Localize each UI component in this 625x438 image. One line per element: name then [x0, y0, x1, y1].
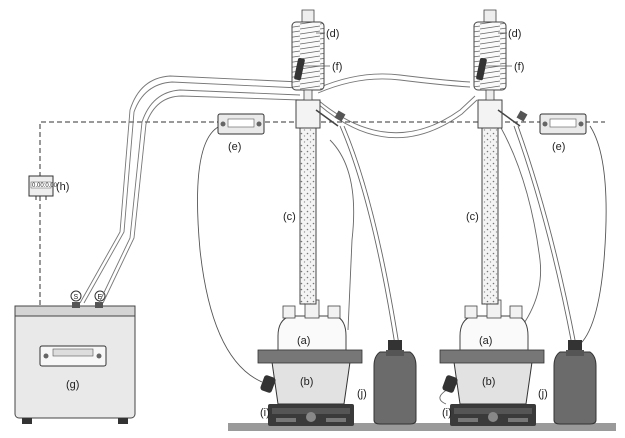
label-j-1: (j) [357, 388, 367, 400]
mantle-knob-2 [442, 375, 458, 393]
bath-port-s [72, 302, 80, 308]
bath-port-e [95, 302, 103, 308]
tube-to-bottle-2 [513, 125, 573, 346]
label-c-1: (c) [283, 211, 296, 223]
thermo-probe-1 [294, 57, 305, 81]
port-e-label: E [98, 294, 103, 301]
round-bottom-flask-1 [277, 299, 347, 351]
control-line-dashed [39, 121, 605, 305]
magnetic-stirrer-hotplate-1 [268, 404, 354, 426]
mantle-knob-1 [260, 375, 276, 393]
mantle-rim-2 [439, 349, 545, 364]
sensor-cable-1 [329, 139, 355, 331]
label-a-2: (a) [479, 335, 492, 347]
temperature-controller-2 [539, 113, 587, 135]
controller-cable-1 [197, 125, 263, 383]
label-j-2: (j) [538, 388, 548, 400]
reservoir-bottle-1 [373, 340, 417, 425]
heater-cable-2 [439, 125, 542, 405]
tube-to-bottle-2b [517, 125, 577, 346]
coolant-hoses [79, 73, 478, 304]
magnetic-stirrer-hotplate-2 [450, 404, 536, 426]
valve-2 [516, 110, 528, 122]
label-e-1: (e) [228, 141, 241, 153]
port-s-marker [70, 290, 82, 302]
tube-to-bottle-1 [339, 125, 396, 346]
port-s-label: S [74, 294, 79, 301]
still-head-1 [295, 99, 321, 129]
thermo-probe-2 [476, 57, 487, 81]
label-a-1: (a) [297, 335, 310, 347]
label-f-1: (f) [332, 61, 342, 73]
label-d-1: (d) [326, 28, 339, 40]
condenser-1 [291, 9, 325, 101]
label-i-2: (i) [442, 407, 452, 419]
label-g: (g) [66, 379, 79, 391]
valve-1 [334, 110, 346, 122]
bench [228, 423, 616, 431]
timer-h: 0.00:0.00 [28, 175, 58, 200]
temperature-controller-1 [217, 113, 265, 135]
label-d-2: (d) [508, 28, 521, 40]
condenser-2 [473, 9, 507, 101]
leader-lines [304, 32, 512, 67]
tube-to-bottle-1b [343, 125, 400, 346]
side-arm-1 [315, 109, 339, 127]
packed-column-2 [481, 127, 499, 305]
label-h: (h) [56, 181, 69, 193]
mantle-rim-1 [257, 349, 363, 364]
label-f-2: (f) [514, 61, 524, 73]
label-b-1: (b) [300, 376, 313, 388]
controller-cable-2 [577, 125, 607, 347]
label-e-2: (e) [552, 141, 565, 153]
round-bottom-flask-2 [459, 299, 529, 351]
still-head-2 [477, 99, 503, 129]
reservoir-bottle-2 [553, 340, 597, 425]
packed-column-1 [299, 127, 317, 305]
timer-readout: 0.00:0.00 [32, 183, 58, 189]
label-b-2: (b) [482, 376, 495, 388]
thermostatic-bath [14, 305, 136, 424]
label-i-1: (i) [260, 407, 270, 419]
side-arm-2 [497, 109, 521, 127]
label-c-2: (c) [466, 211, 479, 223]
